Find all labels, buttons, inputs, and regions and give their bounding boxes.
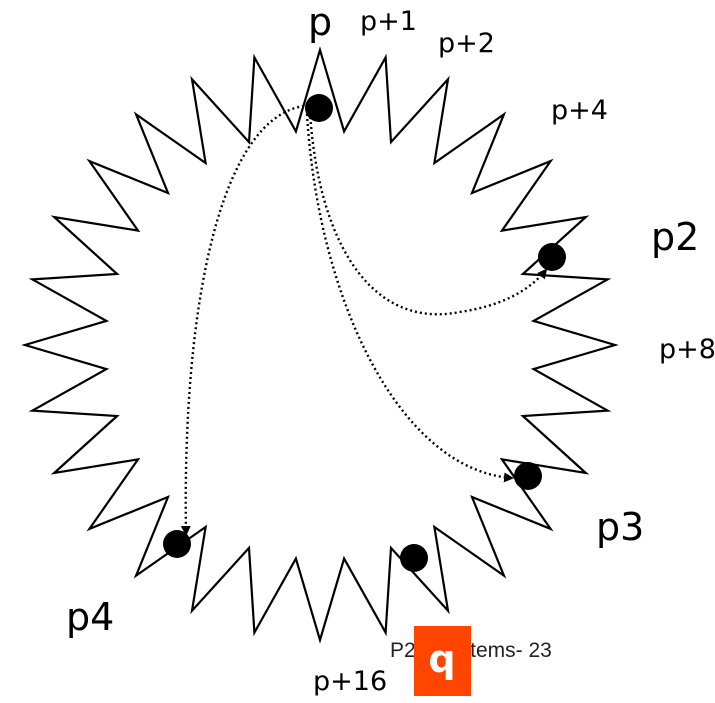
node-p3 (514, 462, 542, 490)
label-p-plus-2: p+2 (438, 28, 495, 59)
node-p (305, 94, 333, 122)
label-p-plus-4: p+4 (551, 95, 608, 126)
label-p-plus-1: p+1 (360, 6, 417, 37)
label-p-plus-8: p+8 (659, 334, 715, 365)
label-peer-p3: p3 (596, 505, 644, 549)
finger-arrow-to-p3 (305, 113, 514, 483)
node-q (400, 544, 428, 572)
q-badge-letter: q (428, 637, 455, 681)
label-p-plus-16: p+16 (313, 666, 387, 697)
finger-arrow-to-p4 (180, 104, 305, 536)
node-p2 (538, 243, 566, 271)
node-p4 (163, 530, 191, 558)
label-peer-p2: p2 (651, 215, 699, 259)
label-peer-p4: p4 (66, 595, 114, 639)
label-p: p (308, 0, 332, 44)
q-badge (414, 626, 471, 696)
zigzag-ring (21, 46, 619, 644)
